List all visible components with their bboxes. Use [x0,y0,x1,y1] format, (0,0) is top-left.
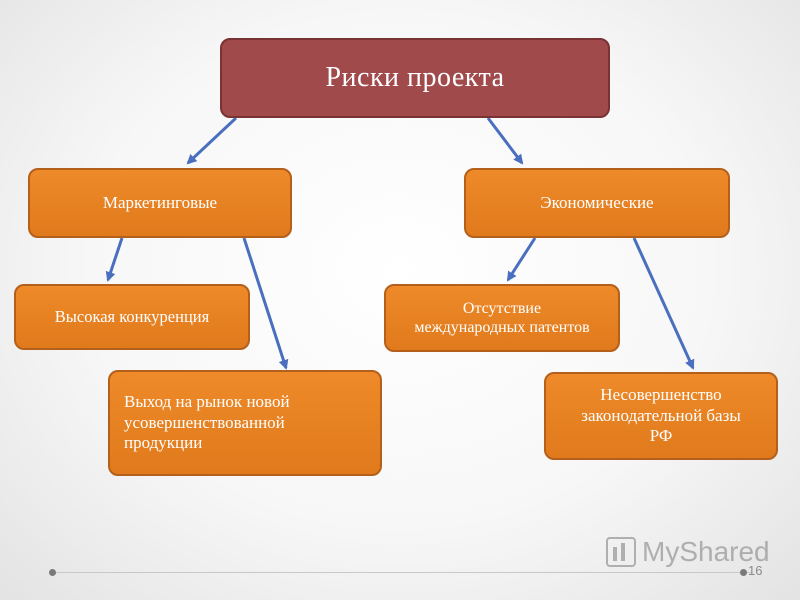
arrow-economic-to-legislation [632,237,695,370]
arrow-marketing-to-new-product [242,237,289,370]
node-marketing: Маркетинговые [28,168,292,238]
arrow-marketing-to-competition [105,237,124,282]
node-no-patents: Отсутствие международных патентов [384,284,620,352]
watermark: MyShared [606,536,770,568]
node-high-competition: Высокая конкуренция [14,284,250,350]
node-legislation: Несовершенство законодательной базы РФ [544,372,778,460]
page-number: 16 [748,563,763,578]
root-node: Риски проекта [220,38,610,118]
footer-dot-left [49,569,56,576]
arrow-root-to-marketing [186,116,238,165]
node-new-product: Выход на рынок новой усовершенствованной… [108,370,382,476]
arrow-economic-to-patents [506,237,537,282]
chart-logo-icon [606,537,636,567]
footer-divider [52,572,752,573]
node-economic: Экономические [464,168,730,238]
arrow-root-to-economic [486,117,524,165]
footer-dot-right [740,569,747,576]
watermark-text: MyShared [642,536,770,567]
